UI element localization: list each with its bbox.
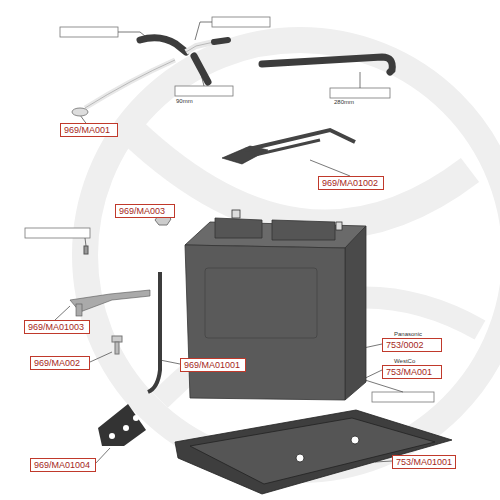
part-number-box: 969/MA01001 — [180, 358, 246, 372]
part-number: 753/0002 — [382, 338, 442, 352]
part-number-box: 969/MA01002 — [318, 176, 384, 190]
part-number: 969/MA002 — [30, 356, 90, 370]
part-number: 969/MA01004 — [30, 458, 96, 472]
hold-down-clamp — [222, 130, 355, 164]
part-number: 969/MA001 — [60, 123, 118, 137]
part-number: 753/MA01001 — [392, 455, 456, 469]
part-number: 753/MA001 — [382, 365, 442, 379]
tray — [175, 410, 452, 494]
small-screw — [84, 246, 88, 254]
long-pipe — [262, 57, 392, 72]
brand-heading: WestCo — [394, 358, 415, 365]
hose-set — [72, 38, 228, 116]
part-number: 969/MA01002 — [318, 176, 384, 190]
brand-heading: Panasonic — [394, 331, 422, 338]
dimension-label: 90mm — [176, 98, 193, 105]
part-number: 969/MA003 — [115, 204, 175, 218]
watermark — [85, 40, 500, 470]
empty-boxes — [25, 17, 434, 402]
part-number: 969/MA01003 — [24, 320, 90, 334]
part-number-box: 969/MA01003 — [24, 320, 90, 334]
base-plate — [98, 404, 146, 446]
part-number-box: WestCo753/MA001 — [382, 365, 442, 379]
part-number-box: 753/MA01001 — [392, 455, 456, 469]
part-number-box: Panasonic753/0002 — [382, 338, 442, 352]
part-number-box: 969/MA003 — [115, 204, 175, 218]
part-number-box: 969/MA002 — [30, 356, 90, 370]
bracket-plate — [70, 290, 150, 316]
part-number-box: 969/MA01004 — [30, 458, 96, 472]
leader-lines — [55, 22, 403, 464]
bolt — [112, 336, 122, 354]
part-number: 969/MA01001 — [180, 358, 246, 372]
dimension-label: 280mm — [334, 99, 354, 106]
part-number-box: 969/MA001 — [60, 123, 118, 137]
